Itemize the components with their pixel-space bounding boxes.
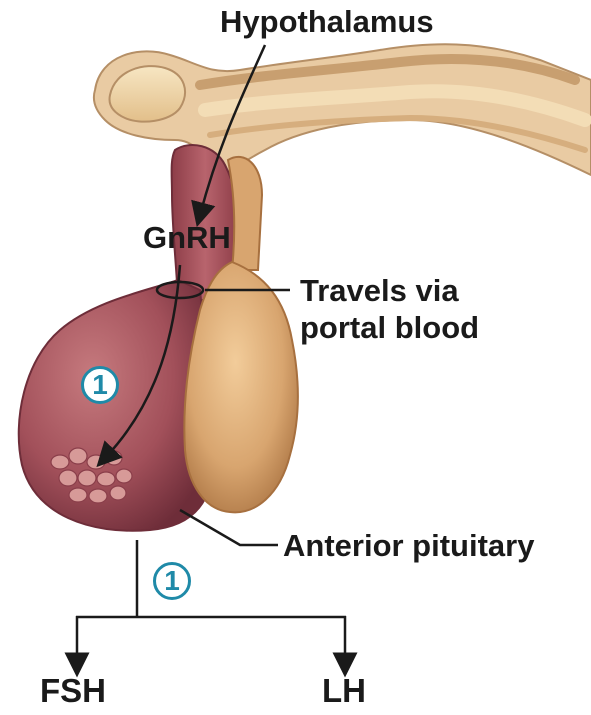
lh-label: LH: [322, 674, 366, 707]
gnrh-label: GnRH: [143, 222, 231, 253]
hypothalamus-label: Hypothalamus: [220, 6, 434, 37]
hypothalamus-tissue: [94, 44, 591, 180]
anterior-pituitary-label: Anterior pituitary: [283, 530, 534, 561]
fsh-label: FSH: [40, 674, 106, 707]
step-1-gnrh-badge: 1: [81, 366, 119, 404]
portal-label-line2: portal blood: [300, 312, 479, 343]
step-1-release-badge: 1: [153, 562, 191, 600]
anterior-leader-line: [180, 510, 278, 545]
posterior-stalk: [228, 157, 262, 270]
portal-label-line1: Travels via: [300, 275, 459, 306]
